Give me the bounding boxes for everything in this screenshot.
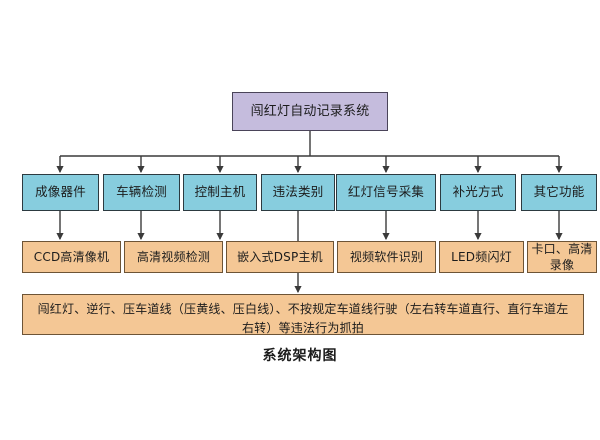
node-root-label: 闯红灯自动记录系统	[250, 103, 370, 119]
node-level2-fill-light[interactable]: 补光方式	[440, 174, 516, 211]
node-level3-video-software-recognition[interactable]: 视频软件识别	[337, 241, 436, 273]
node-violation-detail[interactable]: 闯红灯、逆行、压车道线（压黄线、压白线）、不按规定车道线行驶（左右转车道直行、直…	[22, 294, 584, 335]
node-level2-label: 车辆检测	[116, 184, 167, 200]
node-level3-led-strobe[interactable]: LED频闪灯	[439, 241, 524, 273]
node-level3-label: CCD高清像机	[33, 249, 110, 264]
node-level3-label: 卡口、高清录像	[531, 241, 593, 272]
node-root[interactable]: 闯红灯自动记录系统	[232, 92, 388, 131]
node-level3-label: 高清视频检测	[136, 249, 211, 264]
node-level3-hd-video-detection[interactable]: 高清视频检测	[124, 241, 223, 273]
node-level2-label: 其它功能	[533, 184, 585, 200]
node-level3-label: LED频闪灯	[451, 249, 512, 264]
node-level2-label: 成像器件	[35, 184, 86, 200]
node-level2-violation-type[interactable]: 违法类别	[261, 174, 335, 211]
node-level2-vehicle-detection[interactable]: 车辆检测	[103, 174, 180, 211]
node-level2-label: 控制主机	[194, 184, 246, 200]
node-level2-imaging[interactable]: 成像器件	[22, 174, 99, 211]
diagram-caption: 系统架构图	[262, 348, 338, 364]
node-level3-label: 嵌入式DSP主机	[237, 249, 323, 264]
node-level3-checkpoint-hd-video[interactable]: 卡口、高清录像	[527, 241, 597, 273]
node-level2-red-light-signal[interactable]: 红灯信号采集	[336, 174, 436, 211]
node-level2-control-host[interactable]: 控制主机	[183, 174, 257, 211]
node-level2-label: 补光方式	[452, 184, 504, 200]
node-violation-detail-label: 闯红灯、逆行、压车道线（压黄线、压白线）、不按规定车道线行驶（左右转车道直行、直…	[37, 302, 569, 335]
node-level2-label: 红灯信号采集	[347, 184, 425, 200]
node-level3-embedded-dsp-host[interactable]: 嵌入式DSP主机	[226, 241, 334, 273]
node-level3-ccd-camera[interactable]: CCD高清像机	[22, 241, 121, 273]
node-level2-other-functions[interactable]: 其它功能	[521, 174, 597, 211]
node-level2-label: 违法类别	[272, 184, 324, 200]
node-level3-label: 视频软件识别	[349, 249, 424, 264]
